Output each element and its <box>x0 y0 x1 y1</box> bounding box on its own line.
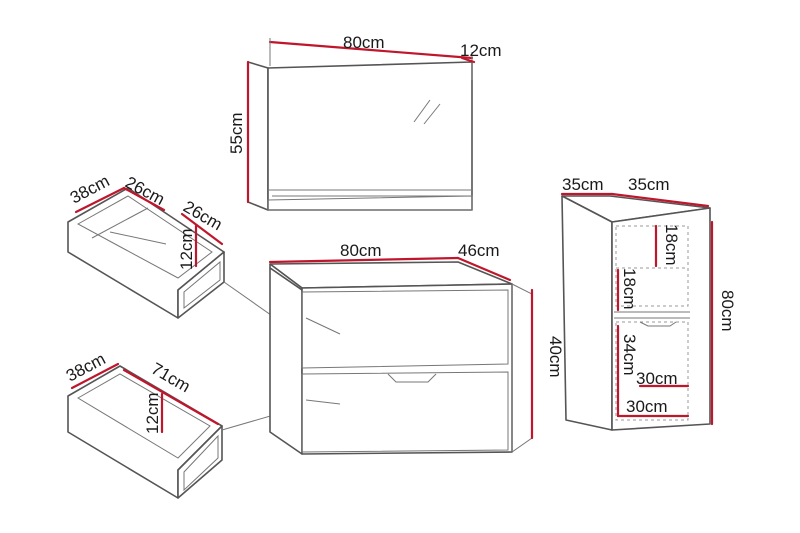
large-drawer-depth-line <box>70 362 120 390</box>
vanity-depth-line <box>456 256 512 282</box>
tall-cabinet-width-label: 35cm <box>562 175 604 194</box>
large-drawer-width-line <box>122 368 220 426</box>
shelf-upper-label: 18cm <box>662 224 681 266</box>
mirror-depth-line <box>460 56 476 64</box>
mirror-width-line <box>268 40 474 60</box>
small-drawer-height-label: 12cm <box>177 228 196 270</box>
large-drawer: 38cm 71cm 12cm <box>63 349 299 499</box>
mirror-width-label: 80cm <box>343 33 385 52</box>
vanity-depth-label: 46cm <box>458 241 500 260</box>
tall-cabinet-depth-label: 35cm <box>628 175 670 194</box>
mirror: 80cm 12cm 55cm <box>227 33 502 211</box>
vanity-width-line <box>268 256 460 264</box>
large-drawer-height-label: 12cm <box>143 392 162 434</box>
tall-cabinet-depth-line <box>610 192 710 208</box>
vanity-height-label: 40cm <box>546 336 565 378</box>
mirror-height-label: 55cm <box>227 112 246 154</box>
inner-width-upper-label: 30cm <box>636 369 678 388</box>
mirror-glare-icon <box>413 99 431 123</box>
inner-width-lower-label: 30cm <box>626 397 668 416</box>
small-drawer-side-line <box>180 212 224 246</box>
small-drawer-depth-line <box>74 186 126 214</box>
tall-cabinet: 35cm 35cm 80cm 18cm 18cm 34cm 30cm 30cm <box>560 175 737 431</box>
vanity-width-label: 80cm <box>340 241 382 260</box>
tall-cabinet-height-label: 80cm <box>718 290 737 332</box>
shelf-middle-label: 18cm <box>620 268 639 310</box>
shelf-lower-label: 34cm <box>620 334 639 376</box>
mirror-depth-label: 12cm <box>460 41 502 60</box>
small-drawer-width-line <box>122 186 166 212</box>
vanity-cabinet: 80cm 46cm 40cm <box>268 241 565 455</box>
